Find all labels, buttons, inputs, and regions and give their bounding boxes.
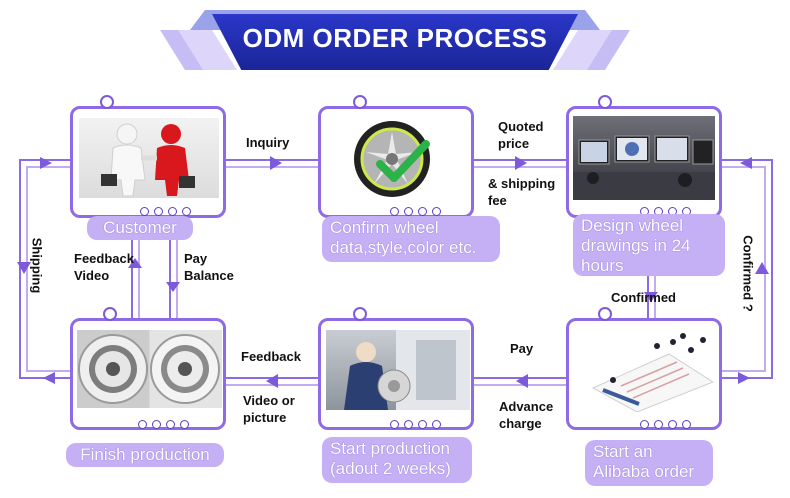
finish-card-knob (103, 307, 117, 321)
finished-wheels-image (77, 330, 222, 408)
feedback-label: Feedback (241, 349, 301, 364)
finish-card-dots (138, 420, 189, 429)
start-order-label: Start an Alibaba order (585, 440, 713, 486)
feedback-video-label: Feedback Video (74, 251, 134, 283)
start-production-label: Start production (adout 2 weeks) (322, 437, 472, 483)
customer-card-dots (140, 207, 191, 216)
factory-worker-image (326, 330, 470, 410)
quoted-price-label: Quoted price (498, 119, 544, 151)
design-label: Design wheel drawings in 24 hours (573, 214, 725, 276)
design-office-image (573, 116, 715, 200)
start-order-card-dots (640, 420, 691, 429)
confirm-label: Confirm wheel data,style,color etc. (322, 216, 500, 262)
customer-label: Customer (87, 216, 193, 240)
finish-label: Finish production (66, 443, 224, 467)
start-production-card-dots (390, 420, 441, 429)
customer-image (79, 118, 219, 198)
pay-label: Pay (510, 341, 534, 356)
shipping-label: Shipping (29, 237, 45, 294)
confirmed-label: Confirmed (611, 290, 676, 305)
confirm-card-dots (390, 207, 441, 216)
video-picture-label: Video or picture (243, 393, 295, 425)
confirm-card-knob (353, 95, 367, 109)
advance-charge-label: Advance charge (499, 399, 554, 431)
title-banner (212, 14, 578, 70)
pay-balance-label: Pay Balance (184, 251, 234, 283)
start-production-card-knob (353, 307, 367, 321)
design-card-knob (598, 95, 612, 109)
shipping-fee-label: & shipping fee (488, 176, 556, 208)
inquiry-label: Inquiry (246, 135, 290, 150)
page-title: ODM ORDER PROCESS (242, 23, 548, 53)
confirmed-question-label: Confirmed ? (740, 235, 756, 312)
start-order-card-knob (598, 307, 612, 321)
contract-image (573, 330, 715, 412)
customer-card-knob (100, 95, 114, 109)
wheel-check-image (330, 118, 462, 200)
